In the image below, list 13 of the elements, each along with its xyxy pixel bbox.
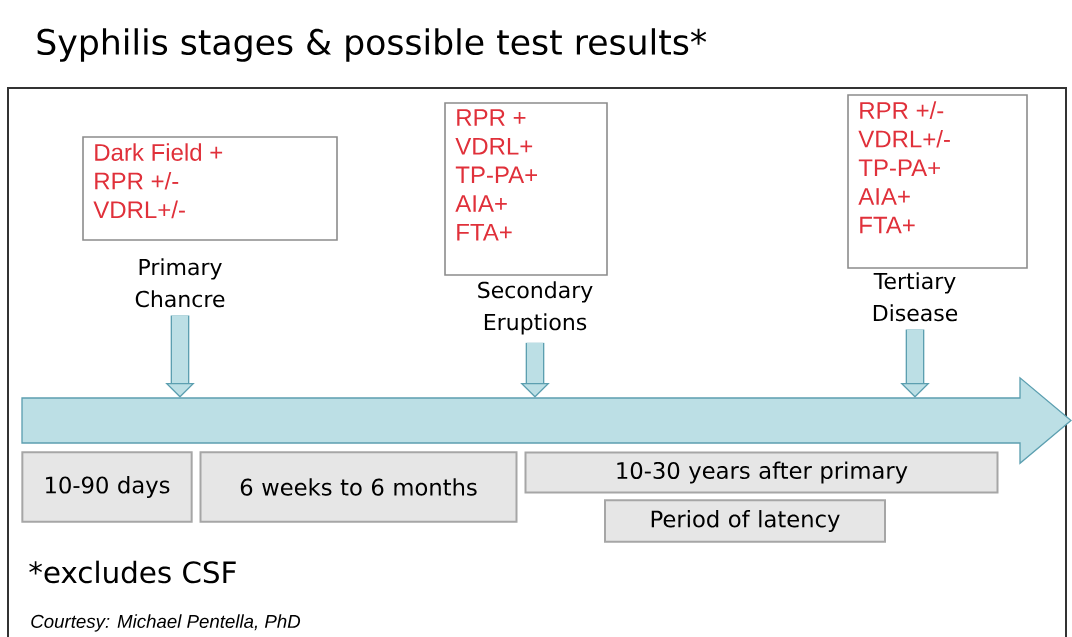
duration-box: 6 weeks to 6 months	[199, 451, 518, 523]
duration-box: 10-30 years after primary	[524, 451, 999, 494]
duration-box: 10-90 days	[21, 451, 193, 523]
stage-label: Primary Chancre	[135, 258, 225, 308]
footnote: *excludes CSF	[29, 560, 236, 584]
test-result-box: RPR +/- VDRL+/- TP-PA+ AIA+ FTA+	[847, 94, 1028, 269]
title: Syphilis stages & possible test results*	[37, 28, 707, 62]
stage-label: Secondary Eruptions	[478, 281, 593, 335]
stage-label: Tertiary Disease	[873, 272, 958, 322]
test-result-box: RPR + VDRL+ TP-PA+ AIA+ FTA+	[444, 102, 608, 276]
duration-box: Period of latency	[604, 499, 886, 543]
credit-line: Courtesy: Michael Pentella, PhD	[31, 614, 301, 632]
test-result-box: Dark Field + RPR +/- VDRL+/-	[82, 136, 338, 241]
